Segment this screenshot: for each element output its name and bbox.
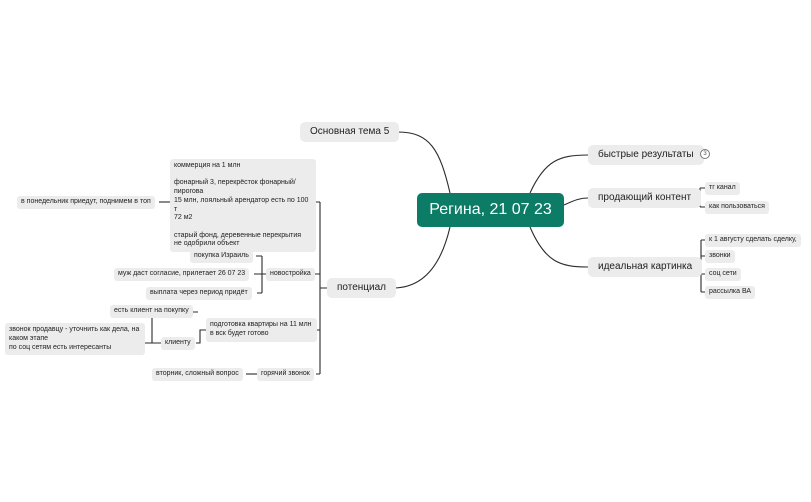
connector-newbuilding-children bbox=[254, 255, 266, 294]
node-selling-content-label: продающий контент bbox=[598, 191, 692, 203]
node-potential-label: потенциал bbox=[337, 281, 387, 293]
info-line: фонарный 3, перекрёсток фонарный/ bbox=[174, 179, 296, 187]
node-calls[interactable]: звонки bbox=[705, 250, 735, 263]
connector-root-potential bbox=[392, 226, 451, 289]
node-tg-channel[interactable]: тг канал bbox=[705, 182, 740, 195]
seller-call-line: каком этапе bbox=[9, 334, 49, 342]
collapsed-count-badge[interactable]: 3 bbox=[700, 149, 710, 159]
node-monday-note-label: в понедельник приедут, поднимем в топ bbox=[21, 198, 151, 206]
seller-call-line: звонок продавцу - уточнить как дела, на bbox=[9, 326, 140, 333]
node-mailing-label: рассылка ВА bbox=[709, 288, 752, 296]
info-line: коммерция на 1 млн bbox=[174, 162, 241, 169]
node-hot-call-label: горячий звонок bbox=[261, 370, 310, 378]
seller-call-line: по соц сетям есть интересанты bbox=[9, 343, 112, 351]
node-deal-by-august[interactable]: к 1 августу сделать сделку, bbox=[705, 234, 801, 247]
node-how-to-use[interactable]: как пользоваться bbox=[705, 201, 769, 214]
info-line: 72 м2 bbox=[174, 214, 193, 222]
node-israel-purchase-label: покупка Израиль bbox=[194, 252, 249, 260]
info-line: пирогова bbox=[174, 188, 204, 196]
node-monday-note[interactable]: в понедельник приедут, поднимем в топ bbox=[17, 196, 155, 209]
apartment-prep-line: в вск будет готово bbox=[210, 329, 269, 337]
node-tuesday-question-label: вторник, сложный вопрос bbox=[156, 370, 239, 378]
node-mailing[interactable]: рассылка ВА bbox=[705, 286, 756, 299]
node-seller-call-note[interactable]: звонок продавцу - уточнить как дела, на … bbox=[5, 323, 145, 356]
node-payment-later-label: выплата через период придёт bbox=[150, 289, 248, 297]
node-husband-consent-label: муж даст согласие, прилетает 26 07 23 bbox=[118, 270, 246, 278]
node-how-to-use-label: как пользоваться bbox=[709, 203, 765, 211]
connector-root-topic5 bbox=[397, 131, 451, 194]
node-deal-by-august-label: к 1 августу сделать сделку, bbox=[709, 236, 797, 244]
node-client[interactable]: клиенту bbox=[161, 337, 195, 350]
node-new-building[interactable]: новостройка bbox=[266, 268, 315, 281]
root-label: Регина, 21 07 23 bbox=[429, 201, 552, 218]
node-ideal-picture-label: идеальная картинка bbox=[598, 260, 693, 272]
node-tg-channel-label: тг канал bbox=[709, 184, 736, 192]
connector-potential-spine bbox=[315, 201, 327, 375]
node-hot-call[interactable]: горячий звонок bbox=[257, 368, 314, 381]
node-client-label: клиенту bbox=[165, 339, 191, 347]
connector-root-ideal bbox=[529, 226, 589, 268]
node-calls-label: звонки bbox=[709, 252, 731, 260]
node-tuesday-question[interactable]: вторник, сложный вопрос bbox=[152, 368, 243, 381]
connector-client-children bbox=[145, 311, 198, 344]
node-quick-results[interactable]: быстрые результаты bbox=[588, 145, 704, 165]
node-selling-content[interactable]: продающий контент bbox=[588, 188, 702, 208]
node-israel-purchase[interactable]: покупка Израиль bbox=[190, 250, 253, 263]
node-main-topic-5-label: Основная тема 5 bbox=[310, 125, 390, 137]
apartment-prep-line: подготовка квартиры на 11 млн bbox=[210, 321, 312, 328]
node-potential-info[interactable]: коммерция на 1 млн фонарный 3, перекрёст… bbox=[170, 159, 316, 253]
connector-root-quick bbox=[529, 154, 589, 194]
node-potential[interactable]: потенциал bbox=[327, 278, 397, 298]
node-buyer-client[interactable]: есть клиент на покупку bbox=[110, 305, 193, 318]
node-payment-later[interactable]: выплата через период придёт bbox=[146, 287, 252, 300]
connector-apartment-client bbox=[196, 329, 206, 344]
node-main-topic-5[interactable]: Основная тема 5 bbox=[300, 122, 400, 142]
node-quick-results-label: быстрые результаты bbox=[598, 148, 694, 160]
node-husband-consent[interactable]: муж даст согласие, прилетает 26 07 23 bbox=[114, 268, 250, 281]
info-line bbox=[174, 223, 312, 232]
info-line: не одобрили объект bbox=[174, 240, 240, 248]
node-social[interactable]: соц сети bbox=[705, 268, 741, 281]
node-social-label: соц сети bbox=[709, 270, 737, 278]
connector-root-selling bbox=[563, 197, 589, 206]
node-apartment-prep[interactable]: подготовка квартиры на 11 млн в вск буде… bbox=[206, 318, 317, 342]
info-line: 15 млн, лояльный арендатор есть по 100 т bbox=[174, 196, 309, 213]
node-ideal-picture[interactable]: идеальная картинка bbox=[588, 257, 703, 277]
root-node[interactable]: Регина, 21 07 23 bbox=[417, 193, 564, 227]
node-new-building-label: новостройка bbox=[270, 270, 311, 278]
info-line: старый фонд, деревенные перекрытия bbox=[174, 231, 302, 239]
node-buyer-client-label: есть клиент на покупку bbox=[114, 307, 189, 315]
